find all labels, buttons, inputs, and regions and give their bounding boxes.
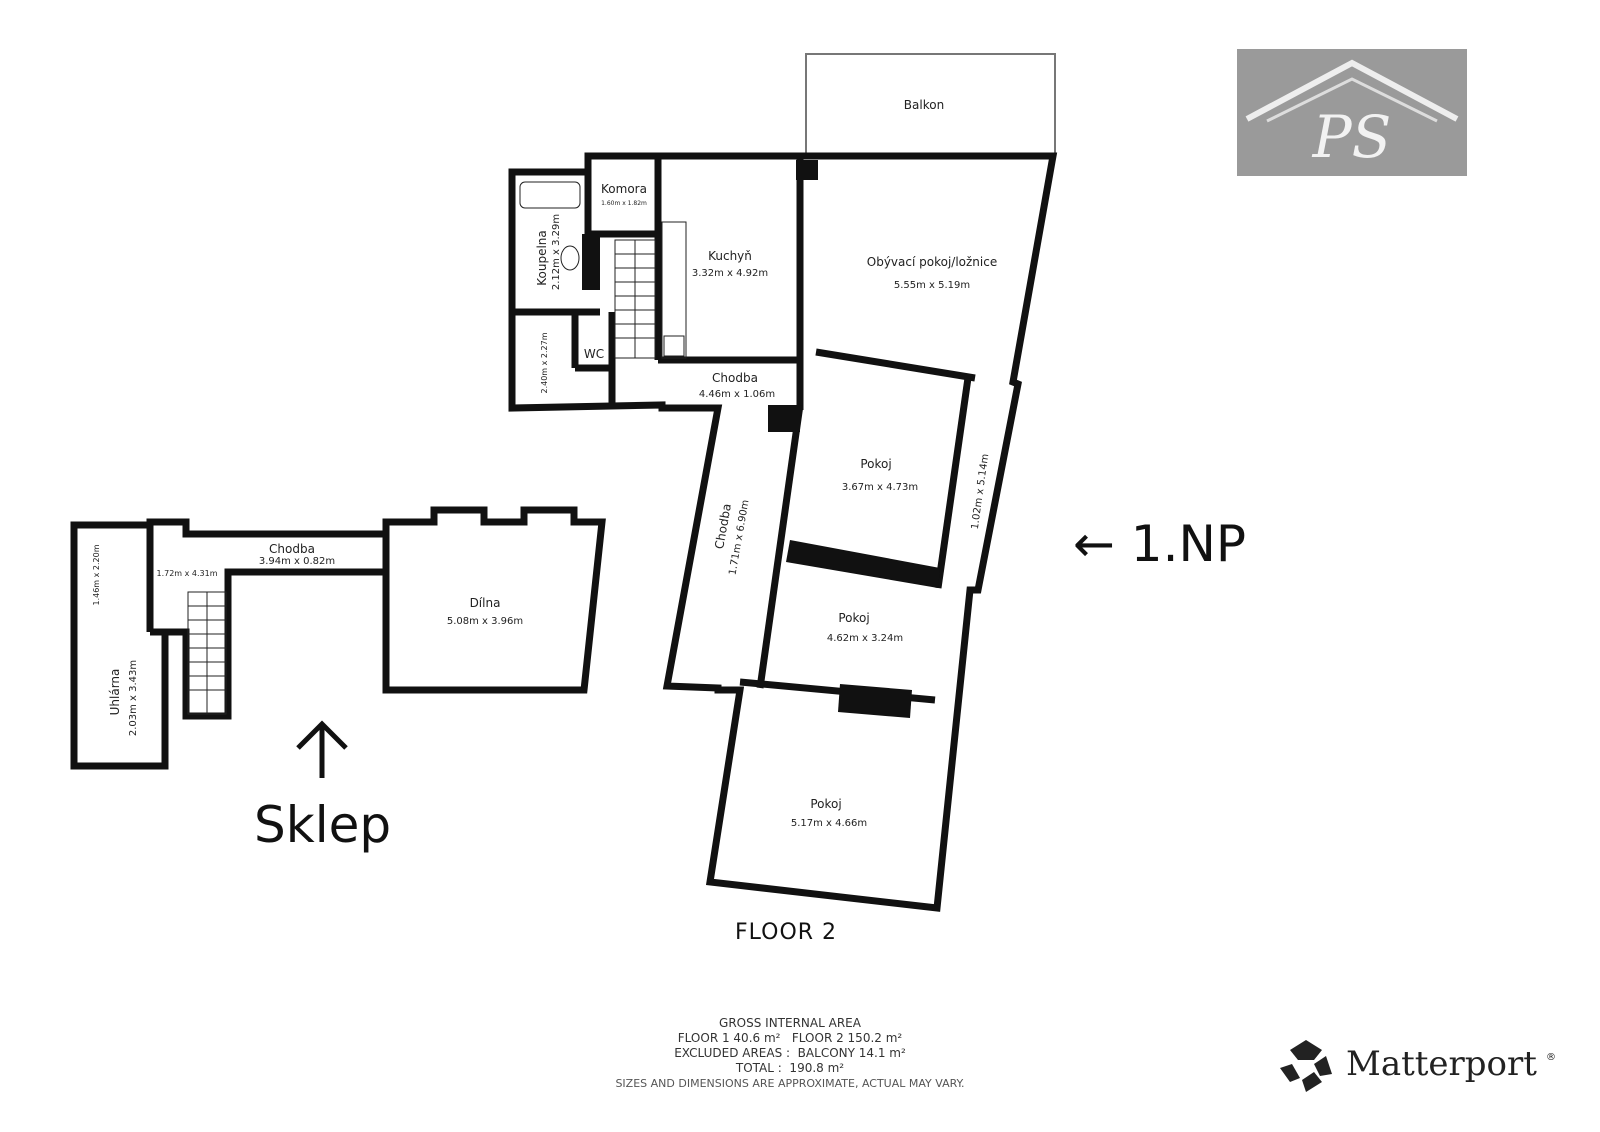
room-koupelna-size: 2.12m x 3.29m <box>551 214 562 290</box>
room-pokoj2-size: 4.62m x 3.24m <box>827 633 903 644</box>
agency-logo: PS <box>1237 49 1467 176</box>
room-chodba-basement: Chodba <box>269 542 315 556</box>
room-komora: Komora <box>601 182 647 196</box>
registered-mark: ® <box>1546 1052 1556 1063</box>
area-title: GROSS INTERNAL AREA <box>719 1016 861 1030</box>
room-dilna-size: 5.08m x 3.96m <box>447 616 523 627</box>
room-koupelna: Koupelna <box>535 230 549 286</box>
area-floors: FLOOR 1 40.6 m² FLOOR 2 150.2 m² <box>677 1031 903 1045</box>
floor-plan: Balkon Komora 1.60m x 1.82m Koupelna 2.1… <box>70 53 1058 912</box>
stairs-floor1 <box>187 591 227 715</box>
toilet-icon <box>560 245 580 271</box>
room-pokoj1: Pokoj <box>860 457 891 471</box>
area-note: SIZES AND DIMENSIONS ARE APPROXIMATE, AC… <box>615 1077 965 1090</box>
area-excluded: EXCLUDED AREAS : BALCONY 14.1 m² <box>674 1046 906 1060</box>
floor2-label: FLOOR 2 <box>735 920 838 945</box>
room-uhlarna: Uhlárna <box>108 669 122 716</box>
floor2-walls <box>508 152 1058 912</box>
room-chodba1-size: 4.46m x 1.06m <box>699 389 775 400</box>
room-pokoj3: Pokoj <box>810 797 841 811</box>
room-dilna: Dílna <box>470 596 501 610</box>
room-chodba1: Chodba <box>712 371 758 385</box>
room-uhlarna-small-size: 1.46m x 2.20m <box>92 544 101 605</box>
room-kuchyn-size: 3.32m x 4.92m <box>692 268 768 279</box>
arrow-up-icon <box>296 720 348 778</box>
room-balkon: Balkon <box>904 98 944 112</box>
svg-text:PS: PS <box>1312 103 1392 171</box>
stairs-floor2 <box>614 239 656 359</box>
room-komora-size: 1.60m x 1.82m <box>601 200 647 207</box>
room-pokoj2: Pokoj <box>838 611 869 625</box>
room-kuchyn: Kuchyň <box>708 249 752 263</box>
kitchen-counter <box>661 221 687 359</box>
room-narrow-size: 1.02m x 5.14m <box>970 453 992 530</box>
room-chodba-basement-size: 3.94m x 0.82m <box>259 556 335 567</box>
room-obyvaci-size: 5.55m x 5.19m <box>894 280 970 291</box>
room-hall-size: 1.72m x 4.31m <box>156 569 217 578</box>
room-pokoj3-size: 5.17m x 4.66m <box>791 818 867 829</box>
matterport-logo <box>1278 1038 1334 1094</box>
stove-icon <box>663 335 685 357</box>
room-wc: WC <box>584 347 604 361</box>
area-total: TOTAL : 190.8 m² <box>735 1061 845 1075</box>
matterport-name: Matterport <box>1346 1044 1537 1084</box>
label-1np: ← 1.NP <box>1073 515 1247 573</box>
label-sklep: Sklep <box>254 796 392 854</box>
room-predsin-size: 2.40m x 2.27m <box>540 332 549 393</box>
house-roof-icon: PS <box>1245 59 1459 171</box>
area-summary: GROSS INTERNAL AREA FLOOR 1 40.6 m² FLOO… <box>580 1016 1000 1091</box>
room-pokoj1-size: 3.67m x 4.73m <box>842 482 918 493</box>
matterport-logo-icon <box>1280 1040 1332 1092</box>
bathtub-icon <box>519 181 581 209</box>
room-uhlarna-size: 2.03m x 3.43m <box>128 660 139 736</box>
floor1-walls <box>70 506 606 770</box>
room-obyvaci: Obývací pokoj/ložnice <box>867 255 997 269</box>
room-chodba2: Chodba <box>712 502 734 550</box>
